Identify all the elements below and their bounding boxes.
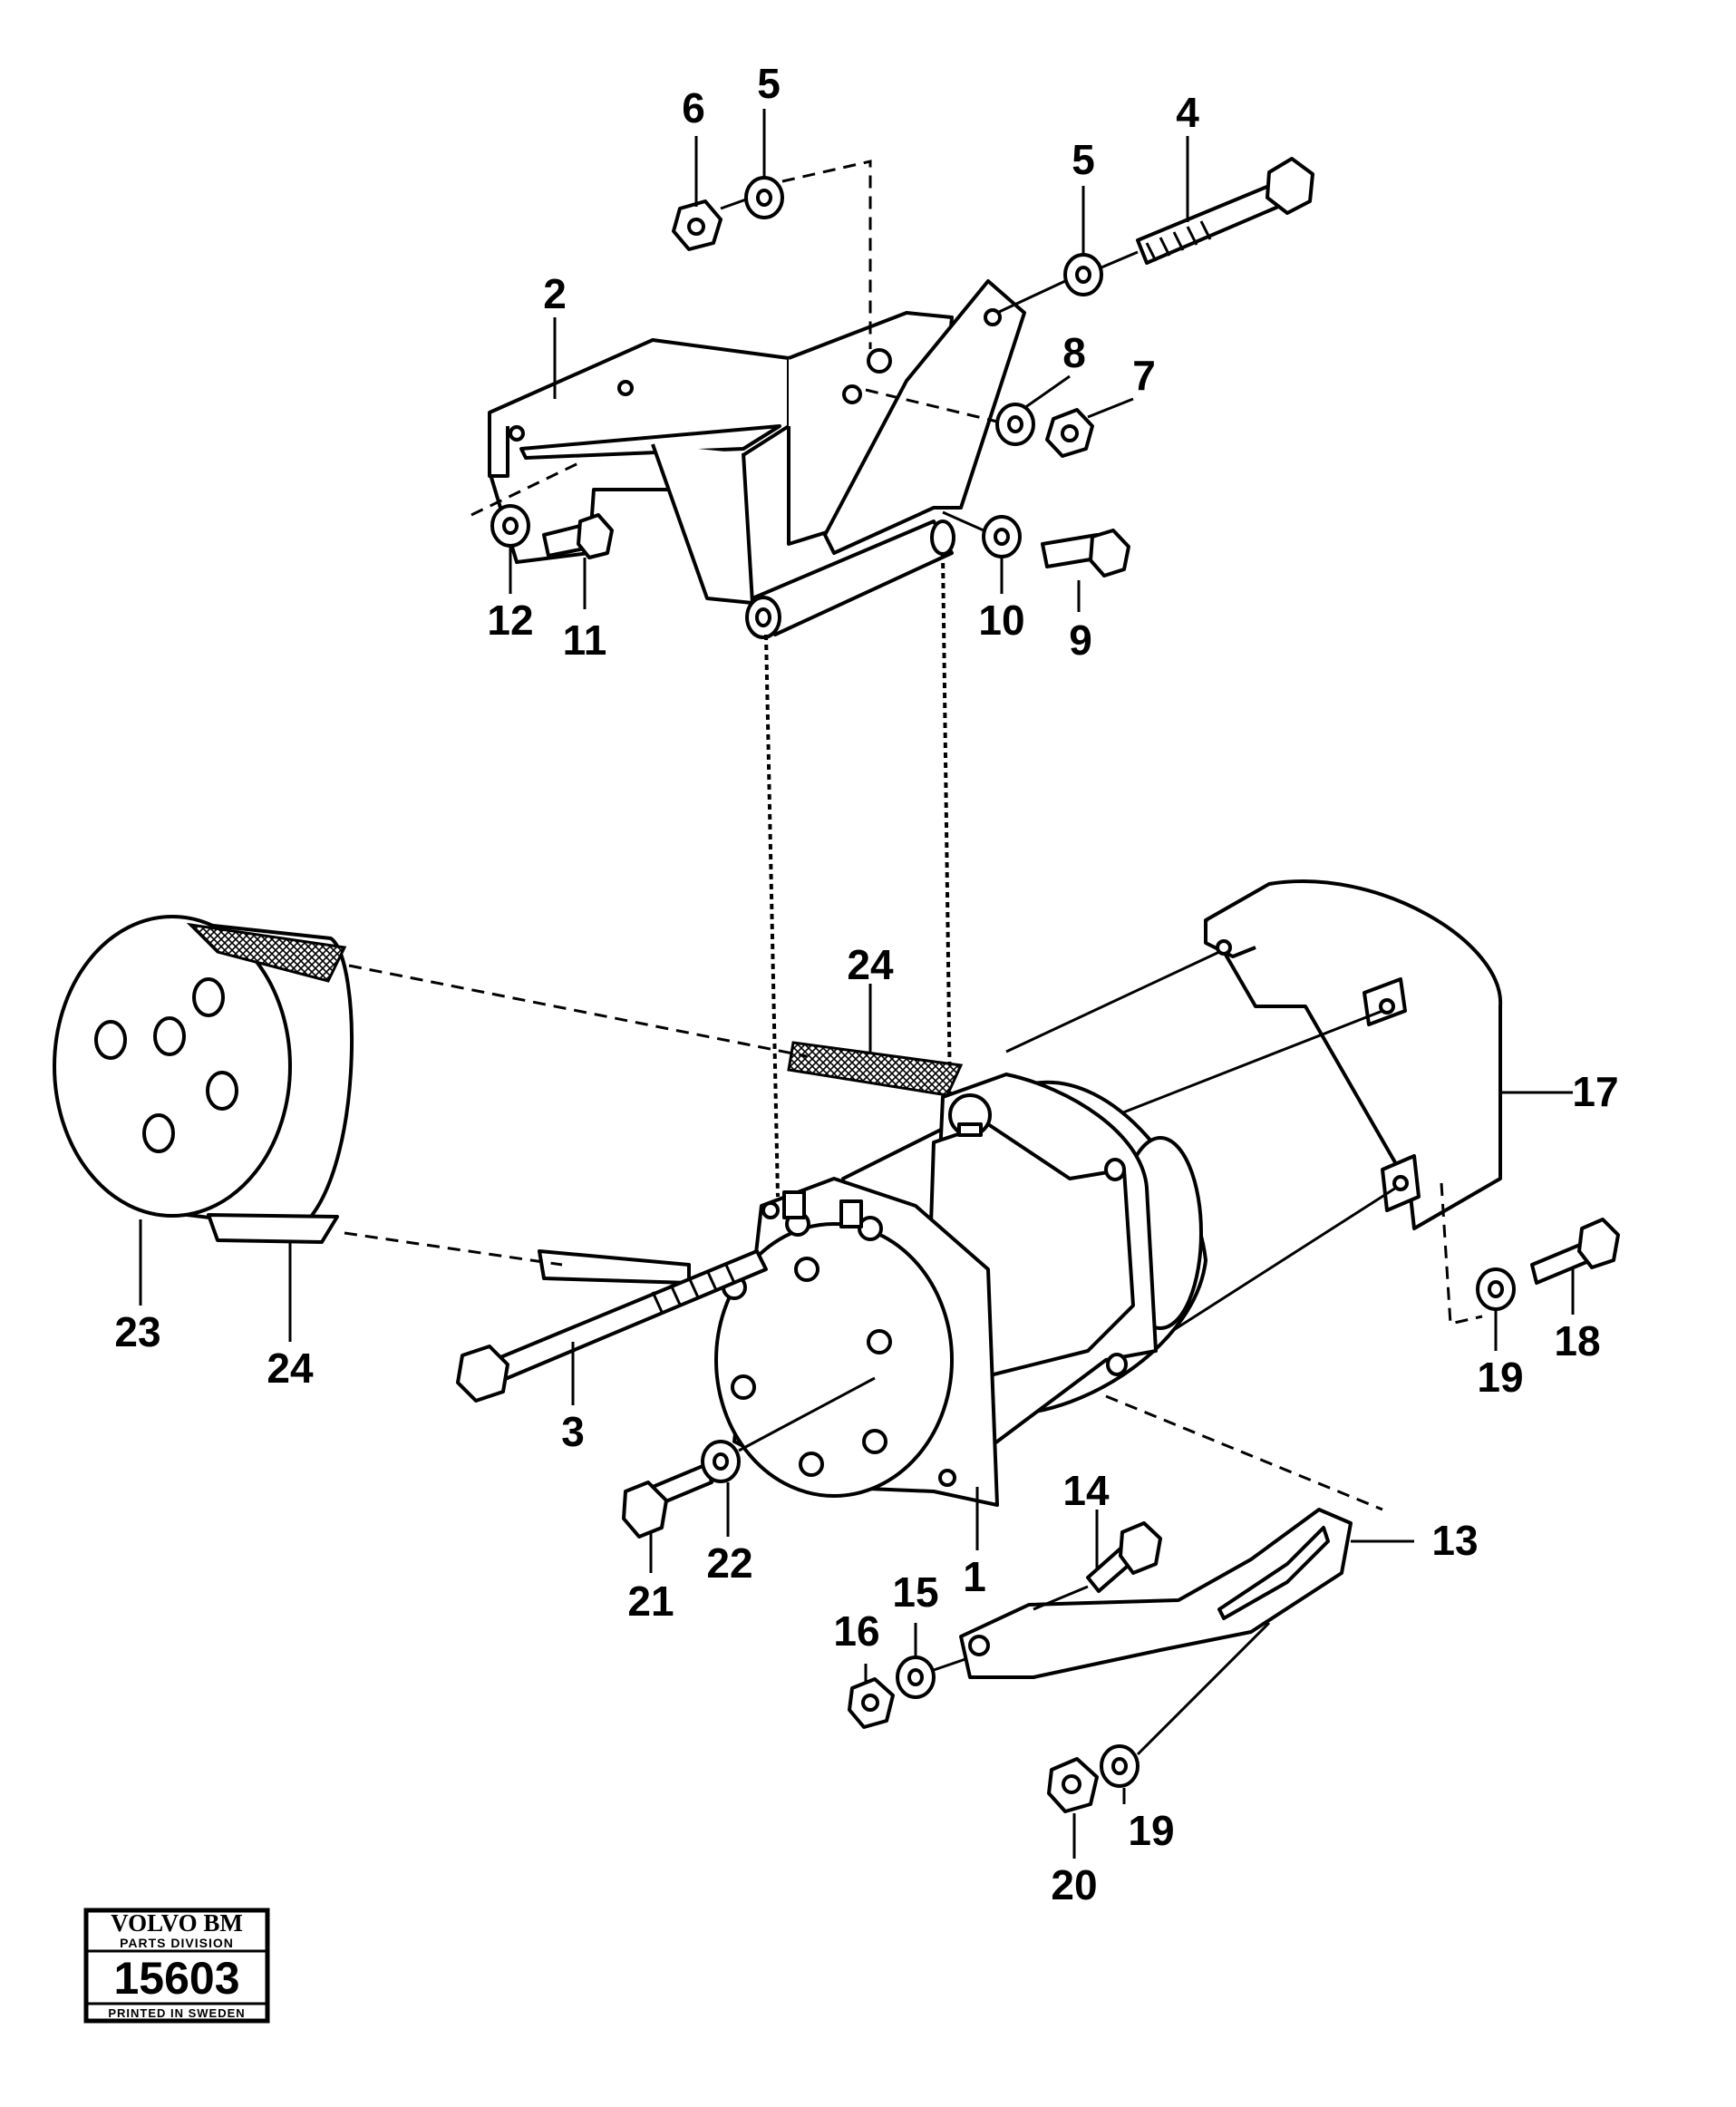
- part-number-10: 10: [978, 597, 1024, 644]
- part-number-4: 4: [1176, 89, 1199, 136]
- washer: [1476, 1267, 1516, 1311]
- stamp-division: PARTS DIVISION: [120, 1936, 234, 1950]
- washer: [744, 176, 784, 219]
- long-bolt: [1136, 157, 1314, 265]
- stamp-number: 15603: [113, 1953, 239, 2004]
- washer: [490, 504, 530, 548]
- pulley: [53, 915, 354, 1230]
- nut: [1045, 408, 1094, 458]
- part-number-14: 14: [1062, 1467, 1110, 1514]
- washer: [982, 515, 1022, 558]
- part-number-13: 13: [1431, 1517, 1478, 1564]
- volvo-bm-parts-stamp: VOLVO BM PARTS DIVISION 15603 PRINTED IN…: [83, 1908, 270, 2024]
- washer: [995, 403, 1035, 446]
- washer: [1100, 1744, 1140, 1788]
- part-number-21: 21: [627, 1578, 674, 1625]
- part-number-16: 16: [833, 1607, 879, 1655]
- spacer-tube: [745, 519, 955, 639]
- part-number-11: 11: [563, 617, 607, 664]
- part-number-15: 15: [892, 1568, 938, 1616]
- compressor: [714, 1073, 1207, 1507]
- nut: [848, 1677, 895, 1729]
- part-number-19: 19: [1477, 1354, 1523, 1401]
- stamp-printed: PRINTED IN SWEDEN: [108, 2006, 245, 2020]
- leader-lines: [139, 109, 1575, 1859]
- washer: [896, 1656, 936, 1699]
- bolt: [1086, 1521, 1162, 1593]
- part-number-24: 24: [847, 941, 894, 988]
- bolt: [1041, 529, 1130, 578]
- nut: [1047, 1757, 1099, 1813]
- part-number-17: 17: [1572, 1068, 1618, 1115]
- part-number-labels: 6 5 4 5 2 8 7 12 11 10 9 24 17 18 19 23 …: [114, 60, 1618, 1908]
- part-number-3: 3: [561, 1408, 585, 1455]
- nut: [672, 199, 723, 251]
- part-number-5: 5: [757, 60, 781, 107]
- mounting-bracket: [488, 279, 1026, 605]
- part-number-1: 1: [963, 1553, 986, 1600]
- adjusting-arm: [959, 1508, 1353, 1679]
- part-number-6: 6: [682, 84, 705, 131]
- bolt: [1530, 1218, 1620, 1285]
- part-number-19: 19: [1128, 1807, 1174, 1854]
- part-number-23: 23: [114, 1308, 160, 1355]
- part-number-2: 2: [543, 270, 567, 317]
- part-number-24: 24: [267, 1345, 314, 1392]
- part-number-12: 12: [487, 597, 533, 644]
- washer: [1063, 253, 1103, 296]
- washer: [701, 1440, 741, 1483]
- belt-guard: [1204, 879, 1503, 1230]
- part-number-5: 5: [1072, 136, 1095, 183]
- part-number-9: 9: [1069, 617, 1092, 664]
- long-bolt: [456, 1249, 768, 1403]
- part-number-8: 8: [1062, 329, 1086, 376]
- bolt: [542, 513, 614, 559]
- part-number-20: 20: [1051, 1861, 1097, 1908]
- stamp-brand: VOLVO BM: [111, 1909, 243, 1937]
- part-number-22: 22: [706, 1539, 752, 1587]
- part-number-7: 7: [1132, 352, 1156, 399]
- v-belt: [186, 922, 964, 1285]
- bolt: [622, 1462, 713, 1539]
- part-number-18: 18: [1554, 1317, 1600, 1364]
